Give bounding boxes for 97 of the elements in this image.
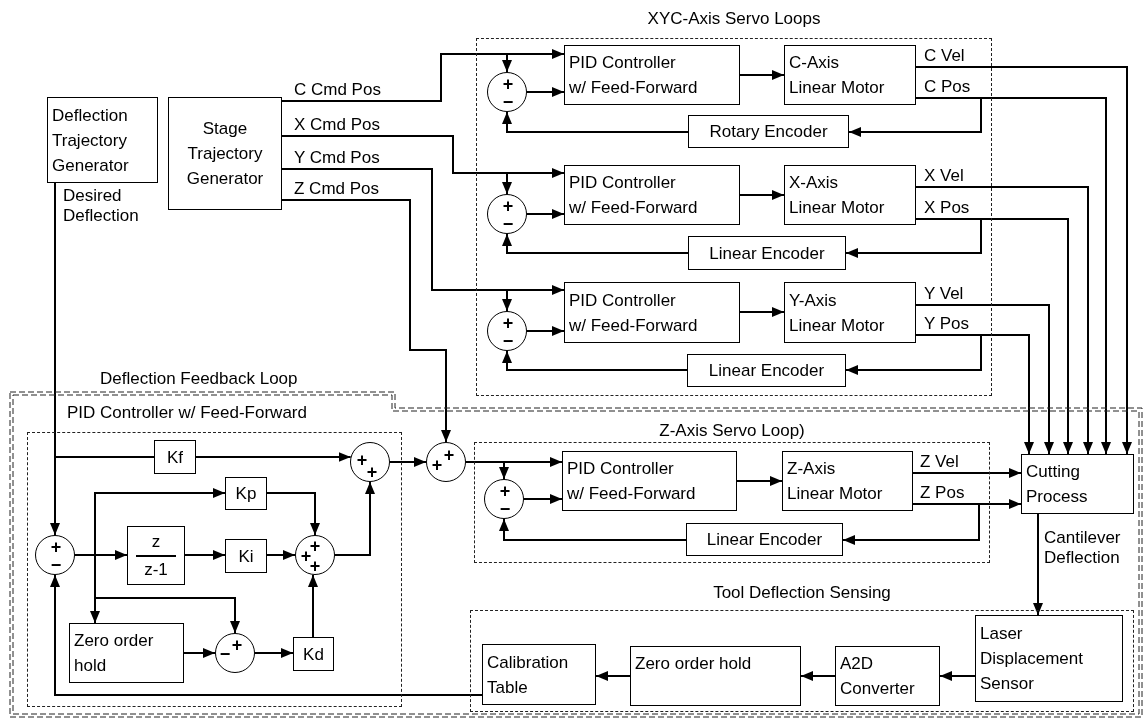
arrow: [389, 457, 427, 467]
sum-sign: +: [231, 636, 243, 654]
sum-sign: +: [499, 482, 511, 500]
group-title: Deflection Feedback Loop: [100, 368, 298, 390]
transfer-function-box: [127, 526, 185, 585]
connector-line: [54, 182, 155, 458]
arrow: [939, 671, 976, 681]
arrow: [502, 111, 689, 133]
arrow: [526, 326, 565, 336]
arrow: [526, 209, 565, 219]
encoder-box: Linear Encoder: [686, 523, 843, 556]
arrow: [845, 218, 982, 258]
sum-sign: +: [431, 456, 443, 474]
arrow: [739, 307, 785, 317]
process-box: Deflection Trajectory Generator: [47, 97, 158, 183]
arrow: [845, 334, 982, 375]
arrow: [266, 550, 296, 560]
process-box: X-Axis Linear Motor: [784, 165, 916, 225]
arrow: [50, 574, 483, 696]
arrow: [184, 550, 226, 560]
arrow: [842, 503, 980, 545]
arrow: [526, 87, 565, 97]
process-box: PID Controller w/ Feed-Forward: [564, 282, 740, 343]
group-title: Z-Axis Servo Loop): [659, 420, 805, 442]
group-title: XYC-Axis Servo Loops: [647, 8, 821, 30]
arrow: [915, 186, 1093, 455]
arrow: [195, 452, 352, 462]
denominator: z-1: [144, 558, 168, 581]
sum-sign: +: [300, 547, 312, 565]
summing-junction: [487, 194, 527, 234]
sum-sign: −: [502, 332, 514, 350]
summing-junction: [295, 535, 335, 575]
gain-box: Kf: [154, 440, 196, 474]
arrow: [266, 492, 320, 536]
arrow: [334, 481, 375, 556]
sum-sign: +: [366, 463, 378, 481]
arrow: [502, 233, 689, 254]
process-box: Stage Trajectory Generator: [168, 97, 282, 210]
numerator: z: [151, 530, 161, 553]
process-box: A2D Converter: [835, 646, 940, 706]
gain-box: Kd: [293, 637, 334, 671]
encoder-box: Rotary Encoder: [688, 115, 849, 148]
arrow: [736, 476, 783, 486]
summing-junction: [426, 442, 466, 482]
group-title: Tool Deflection Sensing: [713, 582, 891, 604]
sum-sign: +: [443, 446, 455, 464]
arrow: [254, 648, 294, 658]
sum-sign: −: [499, 500, 511, 518]
process-box: PID Controller w/ Feed-Forward: [564, 45, 740, 105]
arrow: [1033, 513, 1043, 616]
process-box: Z-Axis Linear Motor: [782, 451, 913, 511]
arrow: [739, 70, 785, 80]
arrow: [915, 66, 1132, 455]
process-box: Calibration Table: [482, 644, 596, 705]
encoder-box: Linear Encoder: [687, 354, 846, 387]
gain-box: Kp: [225, 477, 267, 510]
arrow: [281, 199, 451, 443]
summing-junction: [487, 311, 527, 351]
sum-sign: −: [50, 556, 62, 574]
arrow: [848, 97, 982, 137]
sum-sign: −: [502, 93, 514, 111]
summing-junction: [484, 479, 524, 519]
process-box: C-Axis Linear Motor: [784, 45, 916, 105]
arrow: [465, 461, 509, 480]
sum-sign: +: [502, 314, 514, 332]
arrow: [523, 494, 563, 504]
summing-junction: [487, 72, 527, 112]
arrow: [308, 573, 318, 638]
process-box: Cutting Process: [1021, 454, 1134, 514]
arrow: [499, 518, 687, 541]
arrow: [739, 190, 785, 200]
summing-junction: [350, 442, 390, 482]
sum-sign: +: [309, 537, 321, 555]
sum-sign: +: [356, 451, 368, 469]
summing-junction: [35, 535, 75, 575]
arrow: [915, 304, 1054, 455]
arrow: [183, 648, 216, 658]
arrow: [502, 350, 688, 371]
arrow: [912, 468, 1022, 478]
process-box: Y-Axis Linear Motor: [784, 282, 916, 343]
encoder-box: Linear Encoder: [688, 236, 846, 270]
sum-sign: −: [502, 215, 514, 233]
process-box: Zero order hold: [630, 646, 801, 706]
process-box: PID Controller w/ Feed-Forward: [564, 165, 740, 225]
process-box: Laser Displacement Sensor: [975, 615, 1123, 702]
summing-junction: [215, 633, 255, 673]
arrow: [800, 671, 836, 681]
process-box: PID Controller w/ Feed-Forward: [562, 451, 737, 511]
sum-sign: +: [50, 538, 62, 556]
arrow: [595, 671, 631, 681]
process-box: Zero order hold: [69, 623, 184, 683]
sum-sign: +: [502, 197, 514, 215]
group-title: PID Controller w/ Feed-Forward: [67, 402, 307, 424]
gain-box: Ki: [225, 539, 267, 573]
sum-sign: −: [219, 645, 231, 663]
sum-sign: +: [309, 557, 321, 575]
sum-sign: +: [502, 75, 514, 93]
